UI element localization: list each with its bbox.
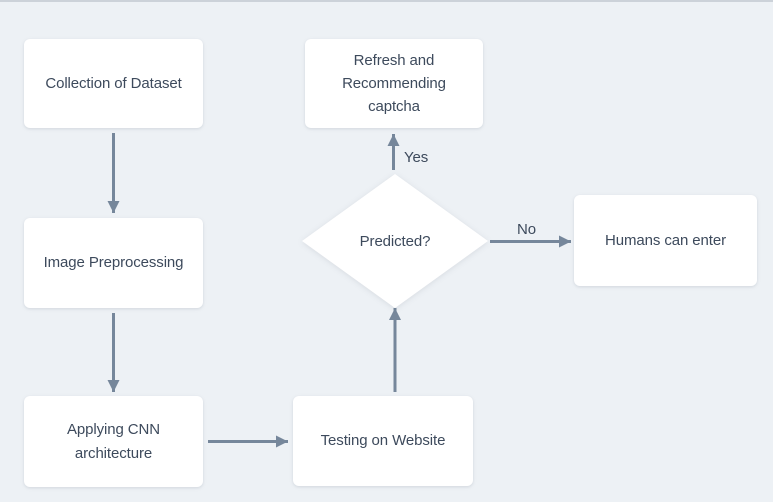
node-label: Image Preprocessing	[43, 254, 184, 272]
node-collection-of-dataset: Collection of Dataset	[24, 39, 203, 128]
edge-label-no: No	[517, 221, 536, 238]
decision-diamond-shape: Predicted?	[302, 174, 488, 308]
node-applying-cnn-architecture: Applying CNN architecture	[24, 396, 203, 487]
node-testing-on-website: Testing on Website	[293, 396, 473, 486]
node-label: Refresh and Recommending captcha	[342, 51, 446, 116]
node-label: Testing on Website	[320, 432, 446, 450]
node-label: Humans can enter	[605, 231, 726, 249]
node-label: Collection of Dataset	[45, 74, 182, 92]
node-predicted-decision: Predicted?	[302, 174, 488, 308]
node-label: Predicted?	[359, 232, 431, 250]
node-image-preprocessing: Image Preprocessing	[24, 218, 203, 308]
edge-label-yes: Yes	[404, 149, 429, 166]
node-refresh-and-recommending-captcha: Refresh and Recommending captcha	[305, 39, 483, 128]
node-humans-can-enter: Humans can enter	[574, 195, 757, 286]
node-label: Applying CNN architecture	[66, 421, 160, 462]
